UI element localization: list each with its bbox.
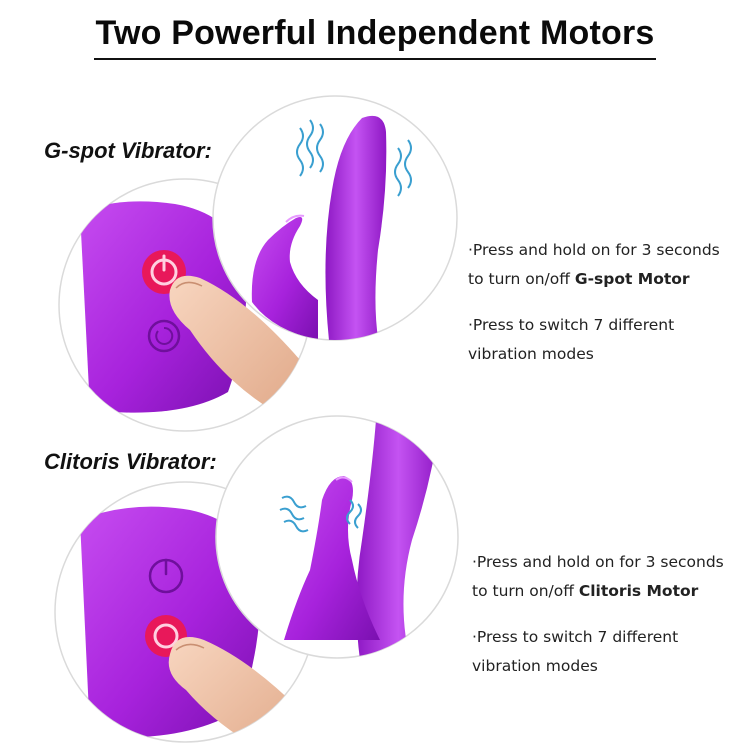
cycle-icon: [147, 319, 181, 353]
clitoris-bullet-2-cont: vibration modes: [472, 657, 598, 675]
clitoris-motor-label: Clitoris Motor: [578, 582, 699, 600]
clitoris-bullet-1: ·Press and hold on for 3 seconds: [472, 553, 724, 571]
vibration-waves-icon: [279, 495, 362, 533]
gspot-head-closeup: [212, 95, 458, 341]
gspot-description: ·Press and hold on for 3 seconds to turn…: [468, 236, 720, 369]
clitoris-head-closeup: [215, 415, 459, 659]
clitoris-bullet-1-cont: to turn on/off Clitoris Motor: [472, 582, 699, 600]
clitoris-bullet-2: ·Press to switch 7 different: [472, 628, 679, 646]
gspot-bullet-1-cont: to turn on/off G-spot Motor: [468, 270, 690, 288]
gspot-motor-label: G-spot Motor: [574, 270, 690, 288]
gspot-bullet-2: ·Press to switch 7 different: [468, 316, 675, 334]
title-underline: [94, 58, 656, 60]
gspot-bullet-1: ·Press and hold on for 3 seconds: [468, 241, 720, 259]
vibration-waves-icon: [296, 119, 412, 197]
clitoris-description: ·Press and hold on for 3 seconds to turn…: [472, 548, 724, 681]
section-label-gspot: G-spot Vibrator:: [44, 138, 212, 163]
page-title: Two Powerful Independent Motors: [95, 14, 655, 52]
gspot-bullet-2-cont: vibration modes: [468, 345, 594, 363]
section-label-clitoris: Clitoris Vibrator:: [44, 449, 217, 474]
